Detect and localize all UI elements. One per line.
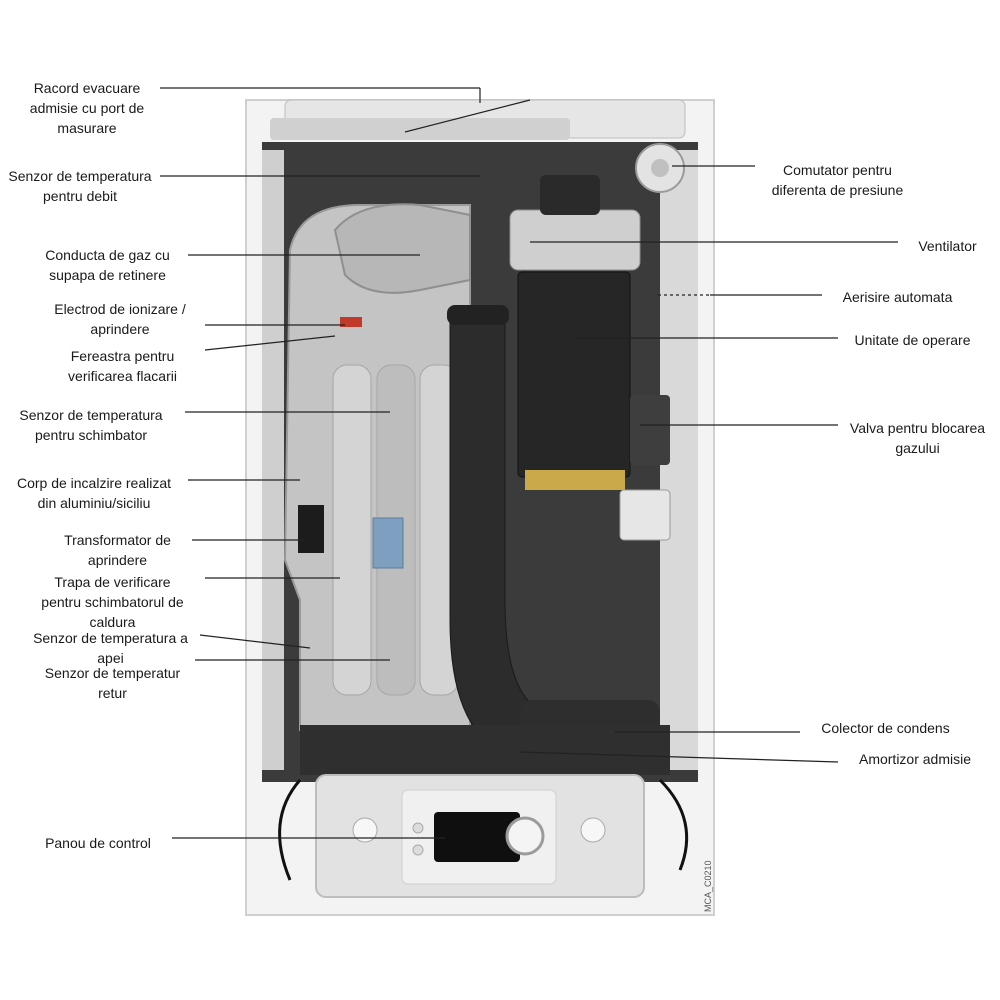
label-senzor-debit: Senzor de temperatura pentru debit xyxy=(0,166,160,206)
label-conducta-gaz-line1: Conducta de gaz cu xyxy=(45,247,170,263)
label-colector-line1: Colector de condens xyxy=(821,720,950,736)
label-senzor-debit-line2: pentru debit xyxy=(43,188,117,204)
label-conducta-gaz: Conducta de gaz cu supapa de retinere xyxy=(25,245,190,285)
label-amortizor-line1: Amortizor admisie xyxy=(858,751,972,767)
cable-left xyxy=(278,779,302,881)
label-racord-line2: admisie cu port de xyxy=(29,100,145,116)
label-trapa: Trapa de verificare pentru schimbatorul … xyxy=(25,572,200,632)
label-senzor-retur-line1: Senzor de temperatur xyxy=(44,665,181,681)
label-ventilator-line1: Ventilator xyxy=(918,238,977,254)
label-transformator-line1: Transformator de xyxy=(64,532,171,548)
label-comutator-line2: diferenta de presiune xyxy=(771,182,904,198)
label-trapa-line2: pentru schimbatorul de xyxy=(41,594,184,610)
label-valva-line2: gazului xyxy=(895,440,940,456)
label-unitate-line1: Unitate de operare xyxy=(854,332,971,348)
label-comutator: Comutator pentru diferenta de presiune xyxy=(755,160,920,200)
label-trapa-line1: Trapa de verificare xyxy=(54,574,171,590)
fan-motor xyxy=(540,175,600,215)
label-fereastra-line2: verificarea flacarii xyxy=(68,368,177,384)
label-fereastra-line1: Fereastra pentru xyxy=(70,348,175,364)
leader-lines-right xyxy=(519,165,898,763)
panel-button-left xyxy=(352,817,378,843)
leader-fereastra xyxy=(204,335,336,351)
label-senzor-apa-line1: Senzor de temperatura a xyxy=(33,630,188,646)
label-aerisire-line1: Aerisire automata xyxy=(842,289,953,305)
label-corp-incalzire: Corp de incalzire realizat din aluminiu/… xyxy=(0,473,188,513)
operating-unit-base xyxy=(525,470,625,490)
label-senzor-retur: Senzor de temperatur retur xyxy=(30,663,195,703)
label-senzor-apa-line2: apei xyxy=(97,650,124,666)
leader-racord-3 xyxy=(404,99,531,133)
exchanger-base xyxy=(300,725,670,775)
gas-valve-bracket xyxy=(619,489,671,541)
label-panou-line1: Panou de control xyxy=(45,835,151,851)
label-transformator-line2: aprindere xyxy=(87,552,148,568)
label-racord: Racord evacuare admisie cu port de masur… xyxy=(12,78,162,138)
leader-lines-left xyxy=(160,87,531,839)
image-code: MCA_C0210 xyxy=(703,860,713,912)
label-racord-line1: Racord evacuare xyxy=(33,80,141,96)
leader-senzor-apa xyxy=(199,634,311,649)
label-senzor-schimbator-line1: Senzor de temperatura xyxy=(19,407,163,423)
pressure-switch-center xyxy=(651,159,669,177)
label-conducta-gaz-line2: supapa de retinere xyxy=(49,267,166,283)
label-racord-line3: masurare xyxy=(57,120,117,136)
label-senzor-schimbator-line2: pentru schimbator xyxy=(34,427,148,443)
ignition-electrode xyxy=(340,317,362,327)
label-fereastra: Fereastra pentru verificarea flacarii xyxy=(45,346,200,386)
label-panou: Panou de control xyxy=(28,833,168,853)
gas-pipe-elbow xyxy=(333,203,471,294)
panel-button-power xyxy=(580,817,606,843)
label-corp-incalzire-line2: din aluminiu/siciliu xyxy=(37,495,151,511)
label-senzor-debit-line1: Senzor de temperatura xyxy=(8,168,152,184)
label-valva: Valva pentru blocarea gazului xyxy=(840,418,995,458)
flue-connector-inner xyxy=(270,118,570,140)
operating-unit xyxy=(517,271,631,478)
control-knob xyxy=(505,816,545,856)
label-amortizor: Amortizor admisie xyxy=(840,749,990,769)
label-colector: Colector de condens xyxy=(803,718,968,738)
control-display xyxy=(434,812,520,862)
label-electrod: Electrod de ionizare / aprindere xyxy=(35,299,205,339)
label-unitate: Unitate de operare xyxy=(840,330,985,350)
gas-valve xyxy=(630,395,670,465)
leader-amortizor xyxy=(519,751,839,763)
panel-button-small-1 xyxy=(412,822,424,834)
label-senzor-schimbator: Senzor de temperatura pentru schimbator xyxy=(0,405,182,445)
panel-button-small-2 xyxy=(412,844,424,856)
ignition-transformer xyxy=(298,505,324,553)
label-aerisire: Aerisire automata xyxy=(825,287,970,307)
inspection-hatch xyxy=(372,517,404,569)
label-electrod-line1: Electrod de ionizare / xyxy=(54,301,186,317)
cable-right xyxy=(658,778,689,871)
label-trapa-line3: caldura xyxy=(89,614,136,630)
fan-housing xyxy=(509,209,641,271)
label-ventilator: Ventilator xyxy=(900,236,995,256)
label-transformator: Transformator de aprindere xyxy=(45,530,190,570)
label-electrod-line2: aprindere xyxy=(90,321,150,337)
label-senzor-retur-line2: retur xyxy=(98,685,127,701)
interior-left-wall xyxy=(262,150,284,770)
label-valva-line1: Valva pentru blocarea xyxy=(849,420,986,436)
label-senzor-apa: Senzor de temperatura a apei xyxy=(18,628,203,668)
label-corp-incalzire-line1: Corp de incalzire realizat xyxy=(16,475,172,491)
flue-pipe-collar xyxy=(447,305,509,325)
exchanger-rib-1 xyxy=(332,364,372,696)
label-comutator-line1: Comutator pentru xyxy=(783,162,892,178)
